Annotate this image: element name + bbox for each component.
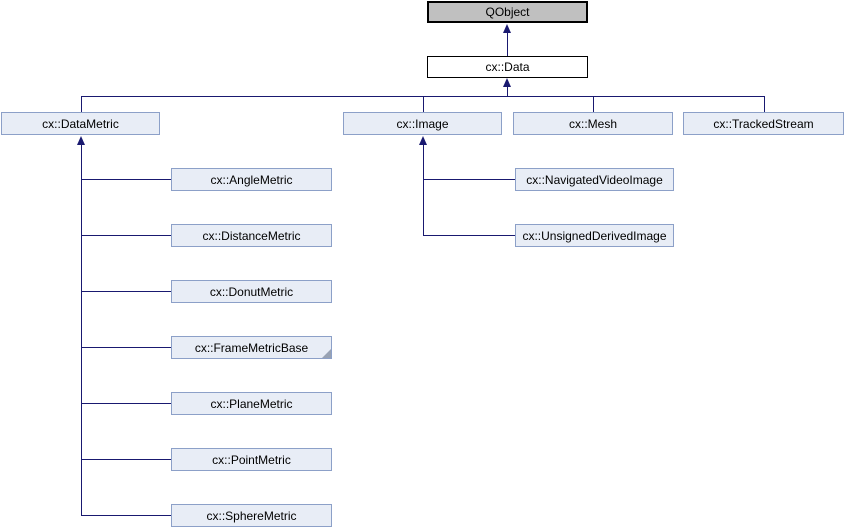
class-node-qobject: QObject [427,1,588,23]
class-node-datametric[interactable]: cx::DataMetric [1,112,160,135]
class-node-spheremetric[interactable]: cx::SphereMetric [171,504,332,527]
edge-branch [81,347,171,348]
truncated-subtree-corner-icon [322,349,331,358]
class-node-unsignedderivedimage[interactable]: cx::UnsignedDerivedImage [515,224,674,247]
edge-segment [507,32,508,56]
class-node-distancemetric[interactable]: cx::DistanceMetric [171,224,332,247]
inheritance-arrow-to-image [419,136,427,145]
class-node-donutmetric[interactable]: cx::DonutMetric [171,280,332,303]
edge-branch [81,459,171,460]
edge-segment [423,96,424,112]
class-node-framemetricbase-label: cx::FrameMetricBase [194,340,309,355]
class-node-planemetric[interactable]: cx::PlaneMetric [171,392,332,415]
class-node-image[interactable]: cx::Image [343,112,502,135]
edge-branch [423,235,515,236]
class-node-trackedstream[interactable]: cx::TrackedStream [683,112,844,135]
class-node-mesh[interactable]: cx::Mesh [513,112,673,135]
edge-branch [81,235,171,236]
edge-trunk-datametric [81,144,82,516]
edge-segment [764,96,765,112]
inheritance-arrow-to-data [503,78,511,87]
inheritance-arrow-to-qobject [503,24,511,33]
class-node-anglemetric[interactable]: cx::AngleMetric [171,168,332,191]
class-node-data[interactable]: cx::Data [427,56,588,78]
edge-segment [593,96,594,112]
edge-branch [81,291,171,292]
edge-branch [81,515,171,516]
class-node-framemetricbase[interactable]: cx::FrameMetricBase [171,336,332,359]
class-node-navigatedvideoimage[interactable]: cx::NavigatedVideoImage [515,168,674,191]
inheritance-arrow-to-datametric [77,136,85,145]
edge-segment [81,96,82,112]
edge-trunk-image [423,144,424,236]
edge-segment [507,86,508,96]
edge-branch [81,179,171,180]
class-node-pointmetric[interactable]: cx::PointMetric [171,448,332,471]
edge-branch [423,179,515,180]
edge-branch [81,403,171,404]
